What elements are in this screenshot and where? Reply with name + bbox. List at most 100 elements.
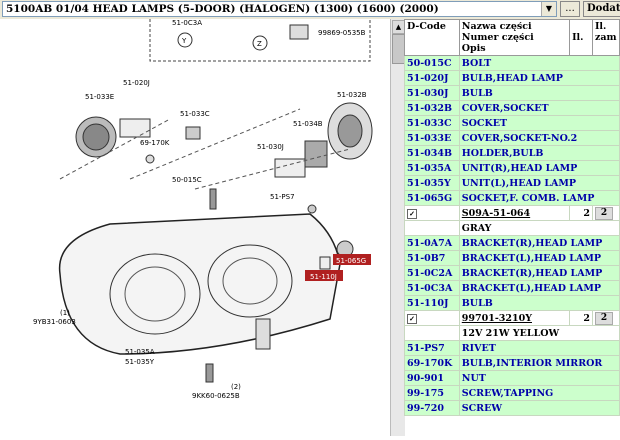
lens-left (109, 253, 201, 335)
rivet-ps7 (307, 204, 317, 214)
part-dcode[interactable]: 69-170K (404, 355, 460, 371)
part-name[interactable]: BRACKET(L),HEAD LAMP (458, 280, 620, 296)
part-dcode[interactable]: 51-PS7 (404, 340, 460, 356)
part-name[interactable]: HOLDER,BULB (458, 145, 620, 161)
part-name[interactable]: COVER,SOCKET-NO.2 (458, 130, 620, 146)
label-51-0c3a: 51-0C3A (172, 19, 202, 27)
label-99869: 99869-0535B (318, 29, 366, 37)
part-dcode[interactable]: 99-175 (404, 385, 460, 401)
check-icon[interactable]: ✓ (407, 208, 417, 219)
part-name[interactable]: NUT (458, 370, 620, 386)
col-il[interactable]: Il. (569, 19, 593, 56)
part-dcode[interactable]: 51-034B (404, 145, 460, 161)
group-select[interactable]: 5100AB 01/04 HEAD LAMPS (5-DOOR) (HALOGE… (2, 1, 557, 17)
part-name[interactable]: SOCKET (458, 115, 620, 131)
part-dcode[interactable]: 51-032B (404, 100, 460, 116)
add-button[interactable]: Dodatk (583, 1, 620, 17)
part-dcode[interactable]: 51-110J (404, 295, 460, 311)
part-name[interactable]: UNIT(R),HEAD LAMP (458, 160, 620, 176)
part-name[interactable]: BULB (458, 295, 620, 311)
more-button[interactable]: ... (560, 1, 580, 17)
part-dcode[interactable]: 51-033E (404, 130, 460, 146)
part-dcode[interactable]: 51-033C (404, 115, 460, 131)
part-name[interactable]: BULB,HEAD LAMP (458, 70, 620, 86)
part-name[interactable]: BOLT (458, 55, 620, 71)
part-dcode[interactable]: 51-030J (404, 85, 460, 101)
part-name[interactable]: BRACKET(R),HEAD LAMP (458, 235, 620, 251)
inset-frame (149, 19, 371, 62)
part-name[interactable]: BRACKET(L),HEAD LAMP (458, 250, 620, 266)
chevron-down-icon[interactable]: ▼ (541, 2, 556, 16)
part-name[interactable]: SOCKET,F. COMB. LAMP (458, 190, 620, 206)
socket-033c (185, 126, 201, 140)
order-qty-cell[interactable]: 2 (591, 310, 620, 326)
part-name[interactable]: SCREW,TAPPING (458, 385, 620, 401)
socket-cover-inner (82, 123, 110, 151)
part-name[interactable]: SCREW (458, 400, 620, 416)
part-dcode[interactable]: 50-015C (404, 55, 460, 71)
part-dcode[interactable]: 51-020J (404, 70, 460, 86)
diagram-scrollbar[interactable]: ▲ (390, 19, 405, 436)
part-dcode[interactable]: 51-065G (404, 190, 460, 206)
part-dcode[interactable]: 51-035A (404, 160, 460, 176)
col-il-text: Il. (572, 32, 584, 43)
part-name[interactable]: BRACKET(R),HEAD LAMP (458, 265, 620, 281)
part-name[interactable]: BULB,INTERIOR MIRROR (458, 355, 620, 371)
bulb-110j (319, 256, 331, 270)
col-dcode[interactable]: D-Code (404, 19, 460, 56)
part-dcode[interactable]: 90-901 (404, 370, 460, 386)
part-dcode[interactable]: 51-0C2A (404, 265, 460, 281)
parts-diagram: 51-0C3A 99869-0535B Y Z 51-020J 51-033E … (0, 19, 390, 436)
part-dcode[interactable]: 99-720 (404, 400, 460, 416)
col-name-line3: Opis (461, 43, 486, 54)
label-paren-2: (2) (231, 383, 241, 391)
toolbar: 5100AB 01/04 HEAD LAMPS (5-DOOR) (HALOGE… (0, 0, 620, 20)
col-name-line2: Numer części (461, 32, 534, 43)
part-name[interactable]: UNIT(L),HEAD LAMP (458, 175, 620, 191)
part-dcode[interactable]: 51-0C3A (404, 280, 460, 296)
label-51-065g: 51-065G (336, 257, 366, 265)
select-cell[interactable]: ✓ (404, 310, 460, 326)
part-dcode[interactable]: 51-0B7 (404, 250, 460, 266)
label-51-030j: 51-030J (257, 143, 284, 151)
col-name[interactable]: Nazwa części Numer części Opis (458, 19, 571, 56)
select-cell[interactable]: ✓ (404, 205, 460, 221)
part-number[interactable]: S09A-51-064 (458, 205, 571, 221)
part-name[interactable]: BULB (458, 85, 620, 101)
label-51-035y: 51-035Y (125, 358, 155, 366)
part-name[interactable]: RIVET (458, 340, 620, 356)
label-69-170k: 69-170K (140, 139, 170, 147)
order-qty[interactable]: 2 (594, 206, 613, 220)
col-ilzam[interactable]: Il. zam (591, 19, 620, 56)
part-name[interactable]: COVER,SOCKET (458, 100, 620, 116)
part-number[interactable]: 99701-3210Y (458, 310, 571, 326)
order-qty[interactable]: 2 (594, 311, 613, 325)
order-qty-cell[interactable]: 2 (591, 205, 620, 221)
callout-z-text: Z (257, 40, 262, 48)
check-icon[interactable]: ✓ (407, 313, 417, 324)
part-dcode[interactable]: 51-035Y (404, 175, 460, 191)
part-dcode[interactable]: 51-0A7A (404, 235, 460, 251)
